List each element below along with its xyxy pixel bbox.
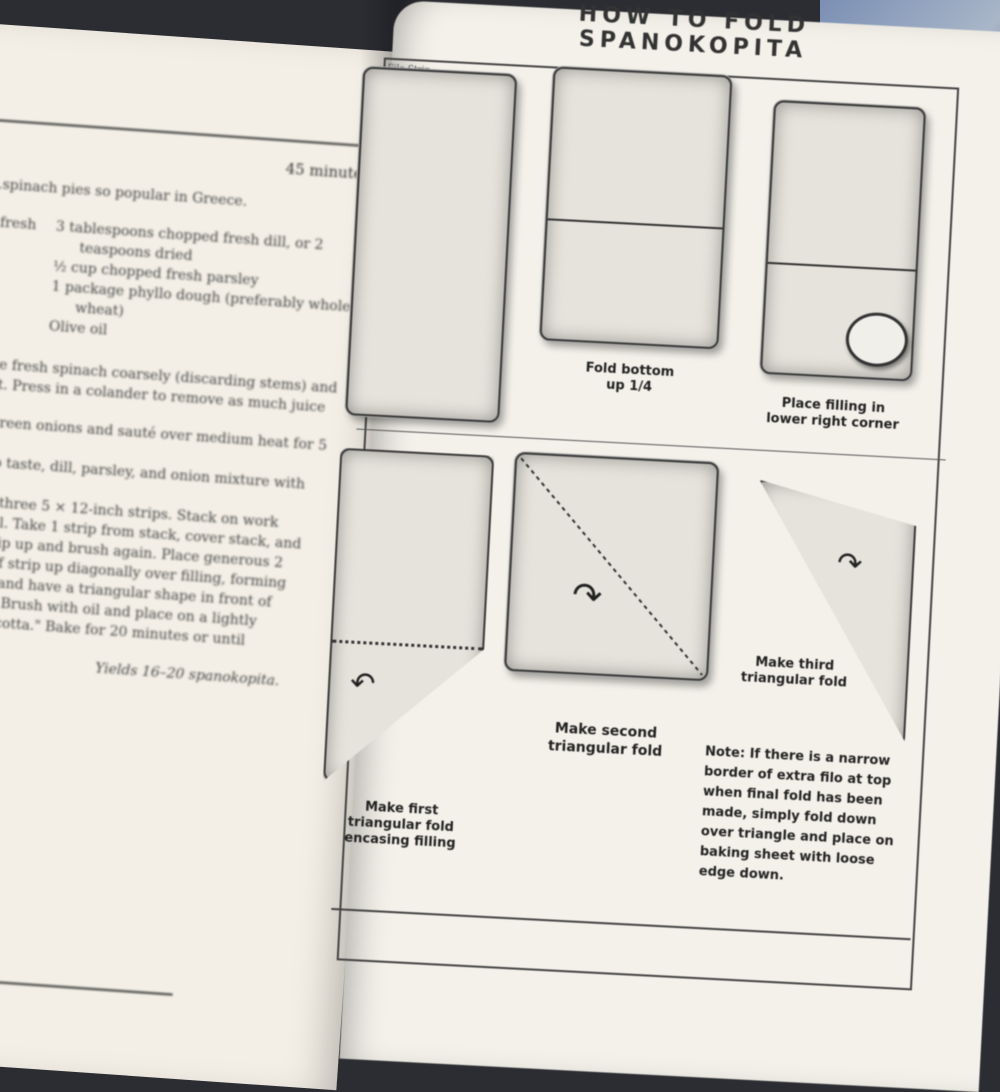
- second-fold-panel: ↷: [504, 451, 720, 682]
- place-filling-caption: Place filling in lower right corner: [747, 394, 918, 435]
- right-page: HOW TO FOLD SPANOKOPITA Filo Strip Fold …: [340, 0, 1000, 1092]
- first-fold-caption: Make first triangular fold encasing fill…: [325, 798, 477, 854]
- bottom-divider: [331, 907, 911, 941]
- folding-note: Note: If there is a narrow border of ext…: [698, 742, 915, 893]
- illustration-frame: Filo Strip Fold bottom up 1/4 Place fill…: [337, 57, 960, 991]
- fold-bottom-caption: Fold bottom up 1/4: [549, 359, 710, 399]
- second-fold-caption: Make second triangular fold: [520, 718, 692, 763]
- yield-text: Yields 16–20 spanokopita.: [94, 660, 280, 690]
- third-fold-panel: ↷: [746, 480, 918, 742]
- top-rule: [0, 118, 393, 149]
- filo-strip-panel: [345, 66, 518, 424]
- intro-text: …spinach pies so popular in Greece.: [0, 175, 248, 210]
- instruction-line: … green onions and sauté over medium hea…: [0, 413, 328, 455]
- arrow-icon: ↷: [836, 545, 864, 583]
- ingredient-line: …fresh: [0, 213, 37, 234]
- third-fold-caption: Make third triangular fold: [739, 654, 851, 692]
- bottom-rule: [0, 976, 173, 996]
- filling-blob: [844, 311, 910, 369]
- arrow-icon: ↷: [570, 575, 604, 618]
- fold-line: [547, 218, 723, 230]
- fold-bottom-panel: [539, 66, 733, 350]
- diagonal-fold-line: [520, 457, 703, 676]
- ingredient-line: Olive oil: [48, 318, 108, 339]
- first-fold-panel: ↶: [323, 448, 494, 790]
- dotted-fold-line: [332, 640, 482, 651]
- arrow-icon: ↶: [349, 665, 377, 702]
- place-filling-panel: [759, 99, 927, 382]
- instruction-line: … to taste, dill, parsley, and onion mix…: [0, 453, 306, 493]
- fold-line: [767, 261, 916, 272]
